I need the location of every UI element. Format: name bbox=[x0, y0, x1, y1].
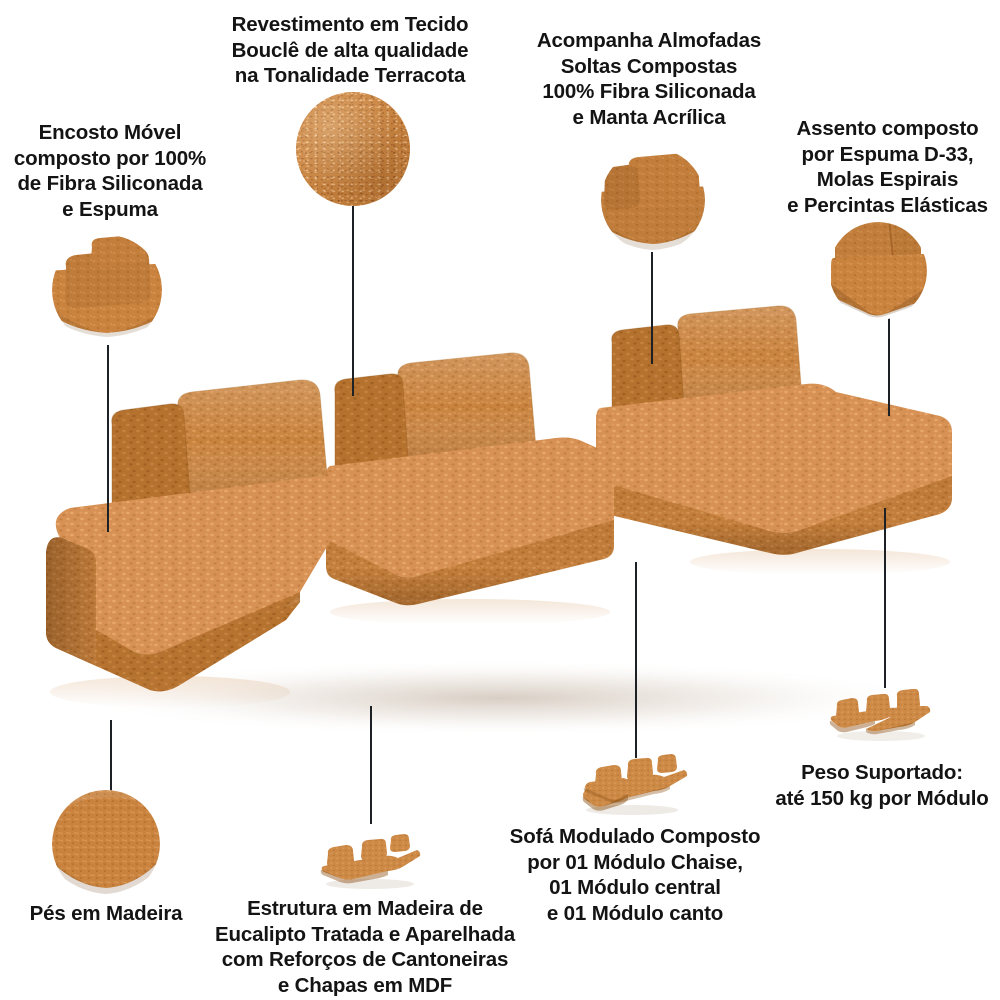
leader-line-assento bbox=[888, 312, 890, 416]
mini-sofa-svg-1 bbox=[320, 834, 421, 889]
hero-sofa-image bbox=[0, 280, 1000, 780]
thumb-mini-sofa-modulado bbox=[578, 752, 690, 816]
callout-label-sofa-modulado: Sofá Modulado Composto por 01 Módulo Cha… bbox=[509, 825, 761, 925]
chaise-seat-top bbox=[48, 475, 359, 655]
thumb-mini-sofa-peso bbox=[829, 686, 933, 744]
loose-cushions-svg bbox=[601, 148, 705, 252]
callout-label-estrutura: Estrutura em Madeira de Eucalipto Tratad… bbox=[214, 897, 516, 997]
callout-label-peso-suportado: Peso Suportado: até 150 kg por Módulo bbox=[775, 761, 989, 810]
callout-label-almofadas: Acompanha Almofadas Soltas Compostas 100… bbox=[536, 29, 762, 129]
reflection-right bbox=[690, 549, 950, 575]
thumb-mini-sofa-estrutura bbox=[318, 832, 422, 890]
callout-label-pes-madeira: Pés em Madeira bbox=[29, 902, 183, 925]
callout-label-revestimento: Revestimento em Tecido Bouclê de alta qu… bbox=[231, 13, 469, 87]
leader-line-revestimento bbox=[352, 206, 354, 396]
leader-line-sofa-modulado bbox=[635, 562, 637, 758]
floor-shadow bbox=[70, 660, 930, 736]
reflection-center bbox=[330, 599, 610, 625]
callout-label-assento: Assento composto por Espuma D-33, Molas … bbox=[787, 117, 988, 217]
callout-label-encosto-movel: Encosto Móvel composto por 100% de Fibra… bbox=[13, 121, 207, 221]
leader-line-estrutura bbox=[370, 706, 372, 824]
corner-seat-top bbox=[596, 383, 952, 533]
seat-detail-svg bbox=[829, 222, 927, 320]
thumb-loose-cushions bbox=[601, 148, 705, 252]
mini-sofa-svg-2 bbox=[582, 754, 688, 815]
leader-line-almofadas bbox=[651, 232, 653, 364]
thumb-fabric-swatch bbox=[296, 92, 410, 206]
sofa-svg bbox=[46, 305, 952, 736]
thumb-seat-detail bbox=[829, 222, 927, 320]
leader-line-encosto-movel bbox=[107, 310, 109, 532]
sofa-module-chaise bbox=[46, 379, 359, 692]
wood-feet-svg bbox=[52, 790, 160, 898]
thumb-wood-feet bbox=[52, 790, 160, 898]
thumb-backrest-detail bbox=[52, 235, 162, 345]
fabric-swatch-texture bbox=[296, 92, 410, 206]
leader-line-peso-suportado bbox=[884, 508, 886, 688]
sofa-module-corner bbox=[596, 305, 952, 555]
leader-line-pes-madeira bbox=[110, 720, 112, 815]
sofa-module-central bbox=[326, 352, 614, 606]
reflection-left bbox=[50, 676, 290, 708]
mini-sofa-svg-3 bbox=[829, 688, 931, 741]
backrest-detail-svg bbox=[52, 235, 162, 345]
chaise-front-taper bbox=[96, 592, 300, 692]
